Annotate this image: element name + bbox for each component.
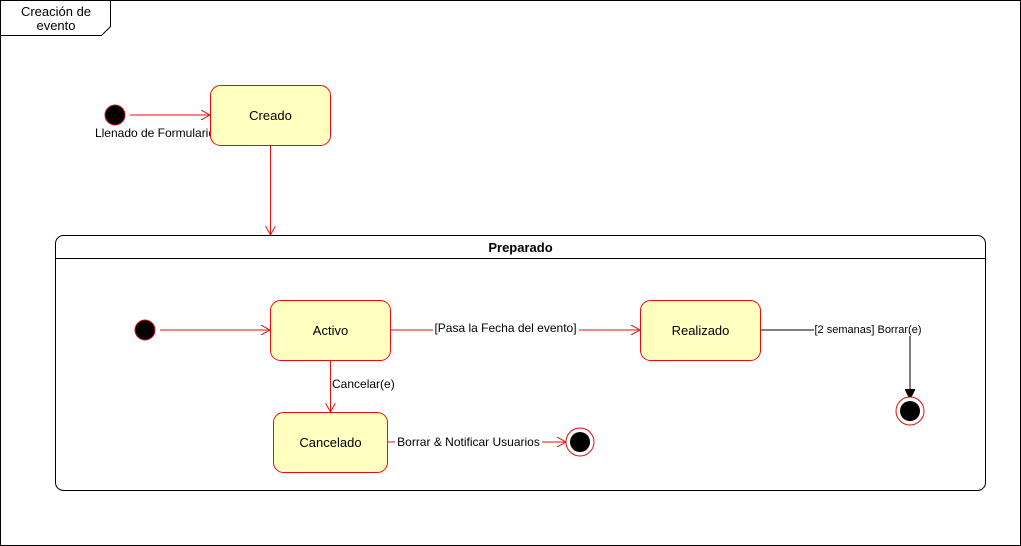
final-node-bottom-dot xyxy=(570,432,590,452)
transition-dos-semanas-label-bg xyxy=(814,322,922,336)
initial-node-inner xyxy=(134,319,156,341)
state-cancelado[interactable] xyxy=(273,412,388,473)
state-realizado[interactable] xyxy=(640,300,761,361)
initial-node-top xyxy=(104,104,126,126)
transition-pasa-fecha-label-bg xyxy=(433,320,579,335)
state-cancelado-label: Cancelado xyxy=(299,435,361,450)
transition-dos-semanas-label: [2 semanas] Borrar(e) xyxy=(815,324,922,336)
frame-title-line1: Creación de xyxy=(21,4,91,19)
state-creado[interactable] xyxy=(210,85,331,146)
frame-title-tab xyxy=(0,0,111,36)
frame-title-line2: evento xyxy=(36,18,75,33)
transition-borrar-notificar-label-bg xyxy=(395,434,542,449)
transition-cancelar-label: Cancelar(e) xyxy=(332,377,395,391)
state-preparado[interactable] xyxy=(55,235,986,491)
state-creado-label: Creado xyxy=(249,108,292,123)
state-activo[interactable] xyxy=(270,300,391,361)
transition-llenado-label: Llenado de Formulario xyxy=(95,126,215,140)
final-node-right-dot xyxy=(900,401,920,421)
transition-pasa-fecha-label: [Pasa la Fecha del evento] xyxy=(434,321,576,335)
state-realizado-label: Realizado xyxy=(672,323,730,338)
transition-borrar-notificar-label: Borrar & Notificar Usuarios xyxy=(397,435,540,449)
state-preparado-label: Preparado xyxy=(488,240,552,255)
state-activo-label: Activo xyxy=(313,323,348,338)
